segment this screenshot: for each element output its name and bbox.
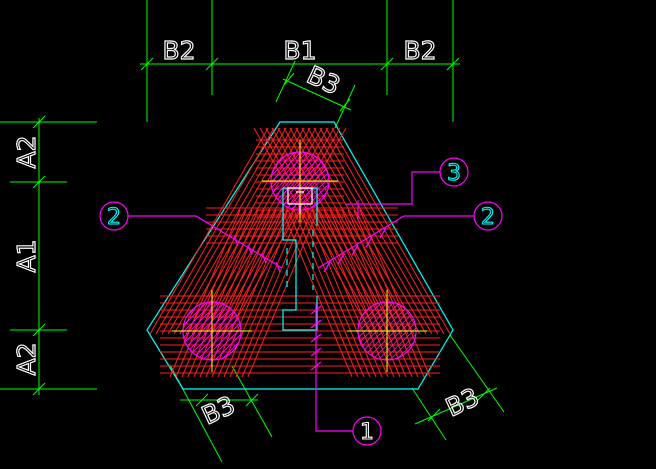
- dim-label-edge-top: B3: [302, 60, 344, 100]
- rebar-diagonal-a: [155, 127, 275, 335]
- dim-label-edge-left: B3: [197, 390, 239, 430]
- rebar-diagonal-b: [289, 127, 409, 335]
- rebar-diagonal-a: [187, 209, 259, 378]
- rebar-diagonal-a: [169, 209, 241, 378]
- callout-leader-2-left: 2: [99, 201, 283, 273]
- left-dimension-chain: A2 A1 A2: [0, 115, 97, 396]
- rebar-diagonal-a: [247, 209, 319, 378]
- rebar-diagonal-a: [241, 209, 313, 378]
- dim-label-edge-right: B3: [441, 382, 483, 422]
- rebar-diagonal-b: [283, 127, 403, 335]
- dim-label-top-left: B2: [162, 36, 195, 65]
- rebar-diagonal-b: [313, 127, 433, 335]
- rebar-diagonal-a: [181, 209, 253, 378]
- edge-dimension-right: B3: [411, 334, 505, 441]
- rebar-diagonal-b: [331, 127, 451, 335]
- callout-leader-2-right: 2: [317, 201, 503, 273]
- callout-leader-1: 1: [310, 304, 382, 446]
- callout-label-2-left: 2: [107, 205, 121, 230]
- rebar-diagonal-a: [227, 127, 347, 335]
- rebar-diagonal-b: [353, 209, 425, 378]
- rebar-diagonal-a: [229, 209, 301, 378]
- pile-centerlines: [172, 140, 427, 372]
- rebar-diagonal-b: [325, 127, 445, 335]
- rebar-diagonal-a: [149, 127, 269, 335]
- pile-hatch-line: [271, 152, 307, 210]
- rebar-diagonal-b: [271, 127, 391, 335]
- callout-label-2-right: 2: [481, 205, 495, 230]
- rebar-diagonal-b: [281, 209, 353, 378]
- rebar-diagonal-a: [223, 209, 295, 378]
- rebar-diagonal-b: [265, 127, 385, 335]
- rebar-diagonal-a: [173, 127, 293, 335]
- pile-hatch-line: [183, 302, 219, 360]
- rebar-diagonal-b: [293, 209, 365, 378]
- rebar-diagonal-a: [217, 209, 289, 378]
- callout-label-3: 3: [447, 161, 461, 186]
- rebar-diagonal-b: [259, 127, 379, 335]
- anchor-bolt-detail: [287, 187, 313, 214]
- pile-cap-outline: [146, 121, 454, 390]
- rebar-diagonal-a: [193, 209, 265, 378]
- rebar-diagonal-a: [167, 127, 287, 335]
- rebar-diagonal-b: [287, 209, 359, 378]
- rebar-diagonal-b: [299, 209, 371, 378]
- rebar-diagonal-a: [235, 209, 307, 378]
- pile-hatch-line: [291, 152, 329, 210]
- callout-label-1: 1: [360, 420, 374, 445]
- dim-label-left-middle: A1: [12, 239, 41, 272]
- dim-label-top-center: B1: [283, 36, 316, 65]
- pile-hatch-line: [203, 302, 241, 360]
- pile-hatch-line: [378, 302, 416, 360]
- edge-dimension-left: B3: [169, 364, 273, 463]
- edge-dimension-top: B3: [275, 60, 356, 129]
- pile-hatch-line: [358, 302, 394, 360]
- top-dimension-chain: B2 B1 B2: [140, 0, 460, 122]
- dim-label-left-top: A2: [12, 135, 41, 168]
- rebar-diagonal-b: [307, 127, 427, 335]
- rebar-diagonal-a: [205, 209, 277, 378]
- rebar-diagonal-a: [211, 209, 283, 378]
- dim-label-top-right: B2: [403, 36, 436, 65]
- dim-label-left-bottom: A2: [12, 342, 41, 375]
- rebar-diagonal-b: [277, 127, 397, 335]
- callout-leader-3: 3: [346, 157, 469, 220]
- rebar-diagonal-b: [295, 127, 415, 335]
